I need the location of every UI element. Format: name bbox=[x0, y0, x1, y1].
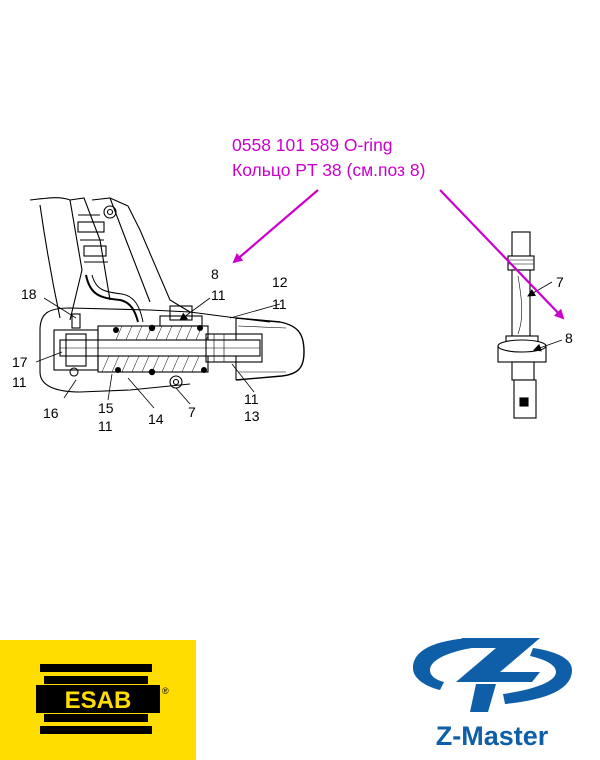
zmaster-logo-text: Z-Master bbox=[436, 721, 549, 751]
callout-7-right: 7 bbox=[556, 274, 564, 290]
torch-head-drawing bbox=[29, 197, 305, 393]
esab-logo-text: ESAB bbox=[65, 687, 132, 714]
o-ring-caption: 0558 101 589 O-ring Кольцо PT 38 (см.поз… bbox=[232, 133, 425, 183]
callout-12: 12 bbox=[272, 274, 288, 290]
right-callouts: 7 8 bbox=[556, 274, 573, 346]
callout-11-right-bottom: 11 bbox=[244, 391, 259, 407]
callout-17: 17 bbox=[12, 354, 28, 370]
zmaster-logo: Z-Master bbox=[413, 638, 572, 751]
callout-16: 16 bbox=[43, 405, 59, 421]
shaft-part-drawing bbox=[497, 231, 547, 419]
callout-11-top: 11 bbox=[211, 287, 226, 303]
callout-18: 18 bbox=[21, 286, 37, 302]
esab-registered-mark: ® bbox=[162, 686, 169, 696]
callout-11-right-top: 11 bbox=[272, 296, 287, 312]
callout-14: 14 bbox=[148, 411, 164, 427]
callout-13: 13 bbox=[244, 408, 260, 424]
caption-part-number: 0558 101 589 O-ring bbox=[232, 135, 393, 155]
right-leader-lines bbox=[527, 281, 563, 352]
callout-15: 15 bbox=[98, 400, 114, 416]
callout-11-left: 11 bbox=[12, 374, 27, 390]
callout-11-bottom: 11 bbox=[98, 418, 113, 434]
arrow-to-left-part bbox=[232, 189, 319, 264]
callout-8-right: 8 bbox=[565, 330, 573, 346]
callout-8-top: 8 bbox=[211, 266, 219, 282]
callout-7-left: 7 bbox=[188, 404, 196, 420]
arrow-to-right-part bbox=[439, 189, 565, 320]
left-leader-lines bbox=[35, 297, 281, 409]
caption-part-description: Кольцо PT 38 (см.поз 8) bbox=[232, 160, 426, 180]
esab-logo: ESAB ® bbox=[0, 640, 196, 760]
z-mark-icon bbox=[413, 638, 572, 712]
caption-arrows bbox=[232, 189, 565, 320]
left-callouts: 8 11 12 11 18 17 11 16 15 11 14 7 11 13 bbox=[12, 266, 288, 434]
